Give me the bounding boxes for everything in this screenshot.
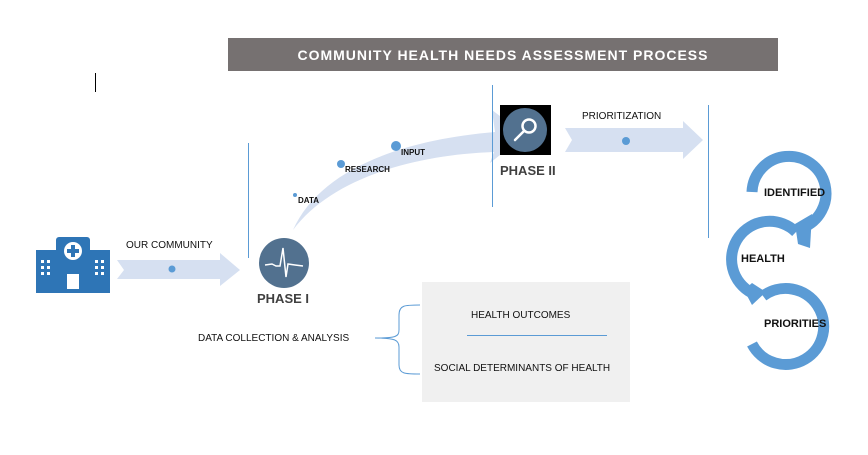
prioritization-label: PRIORITIZATION [582,111,662,122]
hospital-icon [36,237,110,293]
text-cursor [95,73,96,92]
input-dot [391,141,401,151]
community-dot [168,265,176,273]
divider-line [708,105,709,238]
community-arrow [117,253,240,286]
social-determinants: SOCIAL DETERMINANTS OF HEALTH [434,363,611,374]
data-collection-label: DATA COLLECTION & ANALYSIS [198,333,350,344]
heartbeat-icon [259,238,309,288]
health-outcomes: HEALTH OUTCOMES [471,310,571,321]
separator [467,335,607,336]
cycle-identified: IDENTIFIED [764,187,826,199]
prioritization-dot [622,137,630,145]
community-label: OUR COMMUNITY [126,240,213,251]
step-data: DATA [298,196,320,205]
data-categories-box: HEALTH OUTCOMES SOCIAL DETERMINANTS OF H… [422,282,630,402]
magnifier-icon [500,105,551,155]
prioritization-arrow [565,121,703,159]
brace [374,304,421,375]
title-banner: COMMUNITY HEALTH NEEDS ASSESSMENT PROCES… [228,38,778,71]
divider-line [492,85,493,207]
data-dot [293,193,297,197]
step-research: RESEARCH [345,165,390,174]
phase1-label: PHASE I [257,291,310,306]
curved-arrow [293,110,525,230]
cycle-arrows [726,150,832,370]
step-input: INPUT [401,148,425,157]
research-dot [337,160,345,168]
phase2-label: PHASE II [500,163,556,178]
divider-line [248,143,249,258]
cycle-priorities: PRIORITIES [764,318,827,330]
cycle-health: HEALTH [741,253,785,265]
